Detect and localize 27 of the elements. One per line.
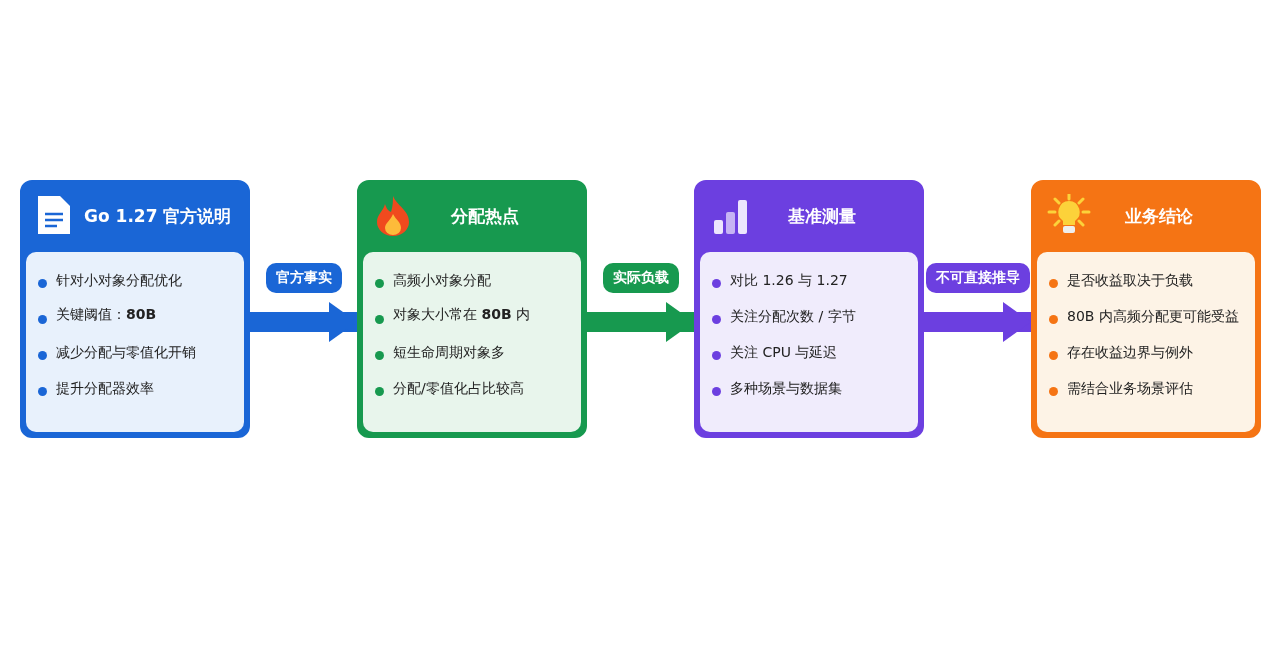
card-title: 基准测量 <box>788 205 856 228</box>
bullet-text: 是否收益取决于负载 <box>1067 272 1193 290</box>
bullet-text: 针对小对象分配优化 <box>56 272 182 290</box>
edge-label: 实际负载 <box>602 263 679 293</box>
bullet-text: 关注分配次数 / 字节 <box>730 308 856 326</box>
process-card <box>20 180 250 438</box>
process-card <box>357 180 587 438</box>
process-card <box>1031 180 1261 438</box>
card-title: 分配热点 <box>451 205 519 228</box>
bullet-text: 减少分配与零值化开销 <box>56 344 196 362</box>
card-title: Go 1.27 官方说明 <box>84 205 232 228</box>
bullet-text: 80B 内高频分配更可能受益 <box>1067 308 1239 326</box>
bullet-text: 关注 CPU 与延迟 <box>730 344 838 362</box>
bullet-text: 需结合业务场景评估 <box>1067 380 1193 398</box>
bullet-text: 提升分配器效率 <box>56 380 154 398</box>
edge-label: 官方事实 <box>265 263 342 293</box>
bullet-text: 对象大小常在 80B 内 <box>393 306 531 324</box>
bullet-text: 多种场景与数据集 <box>730 380 842 398</box>
bullet-text: 存在收益边界与例外 <box>1067 344 1193 362</box>
edge-label: 不可直接推导 <box>925 263 1030 293</box>
card-title: 业务结论 <box>1125 205 1193 228</box>
bullet-text: 关键阈值：80B <box>56 306 157 324</box>
bullet-text: 分配/零值化占比较高 <box>393 380 524 398</box>
bullet-text: 高频小对象分配 <box>393 272 491 290</box>
process-card <box>694 180 924 438</box>
bullet-text: 短生命周期对象多 <box>393 344 505 362</box>
bullet-text: 对比 1.26 与 1.27 <box>730 272 848 290</box>
